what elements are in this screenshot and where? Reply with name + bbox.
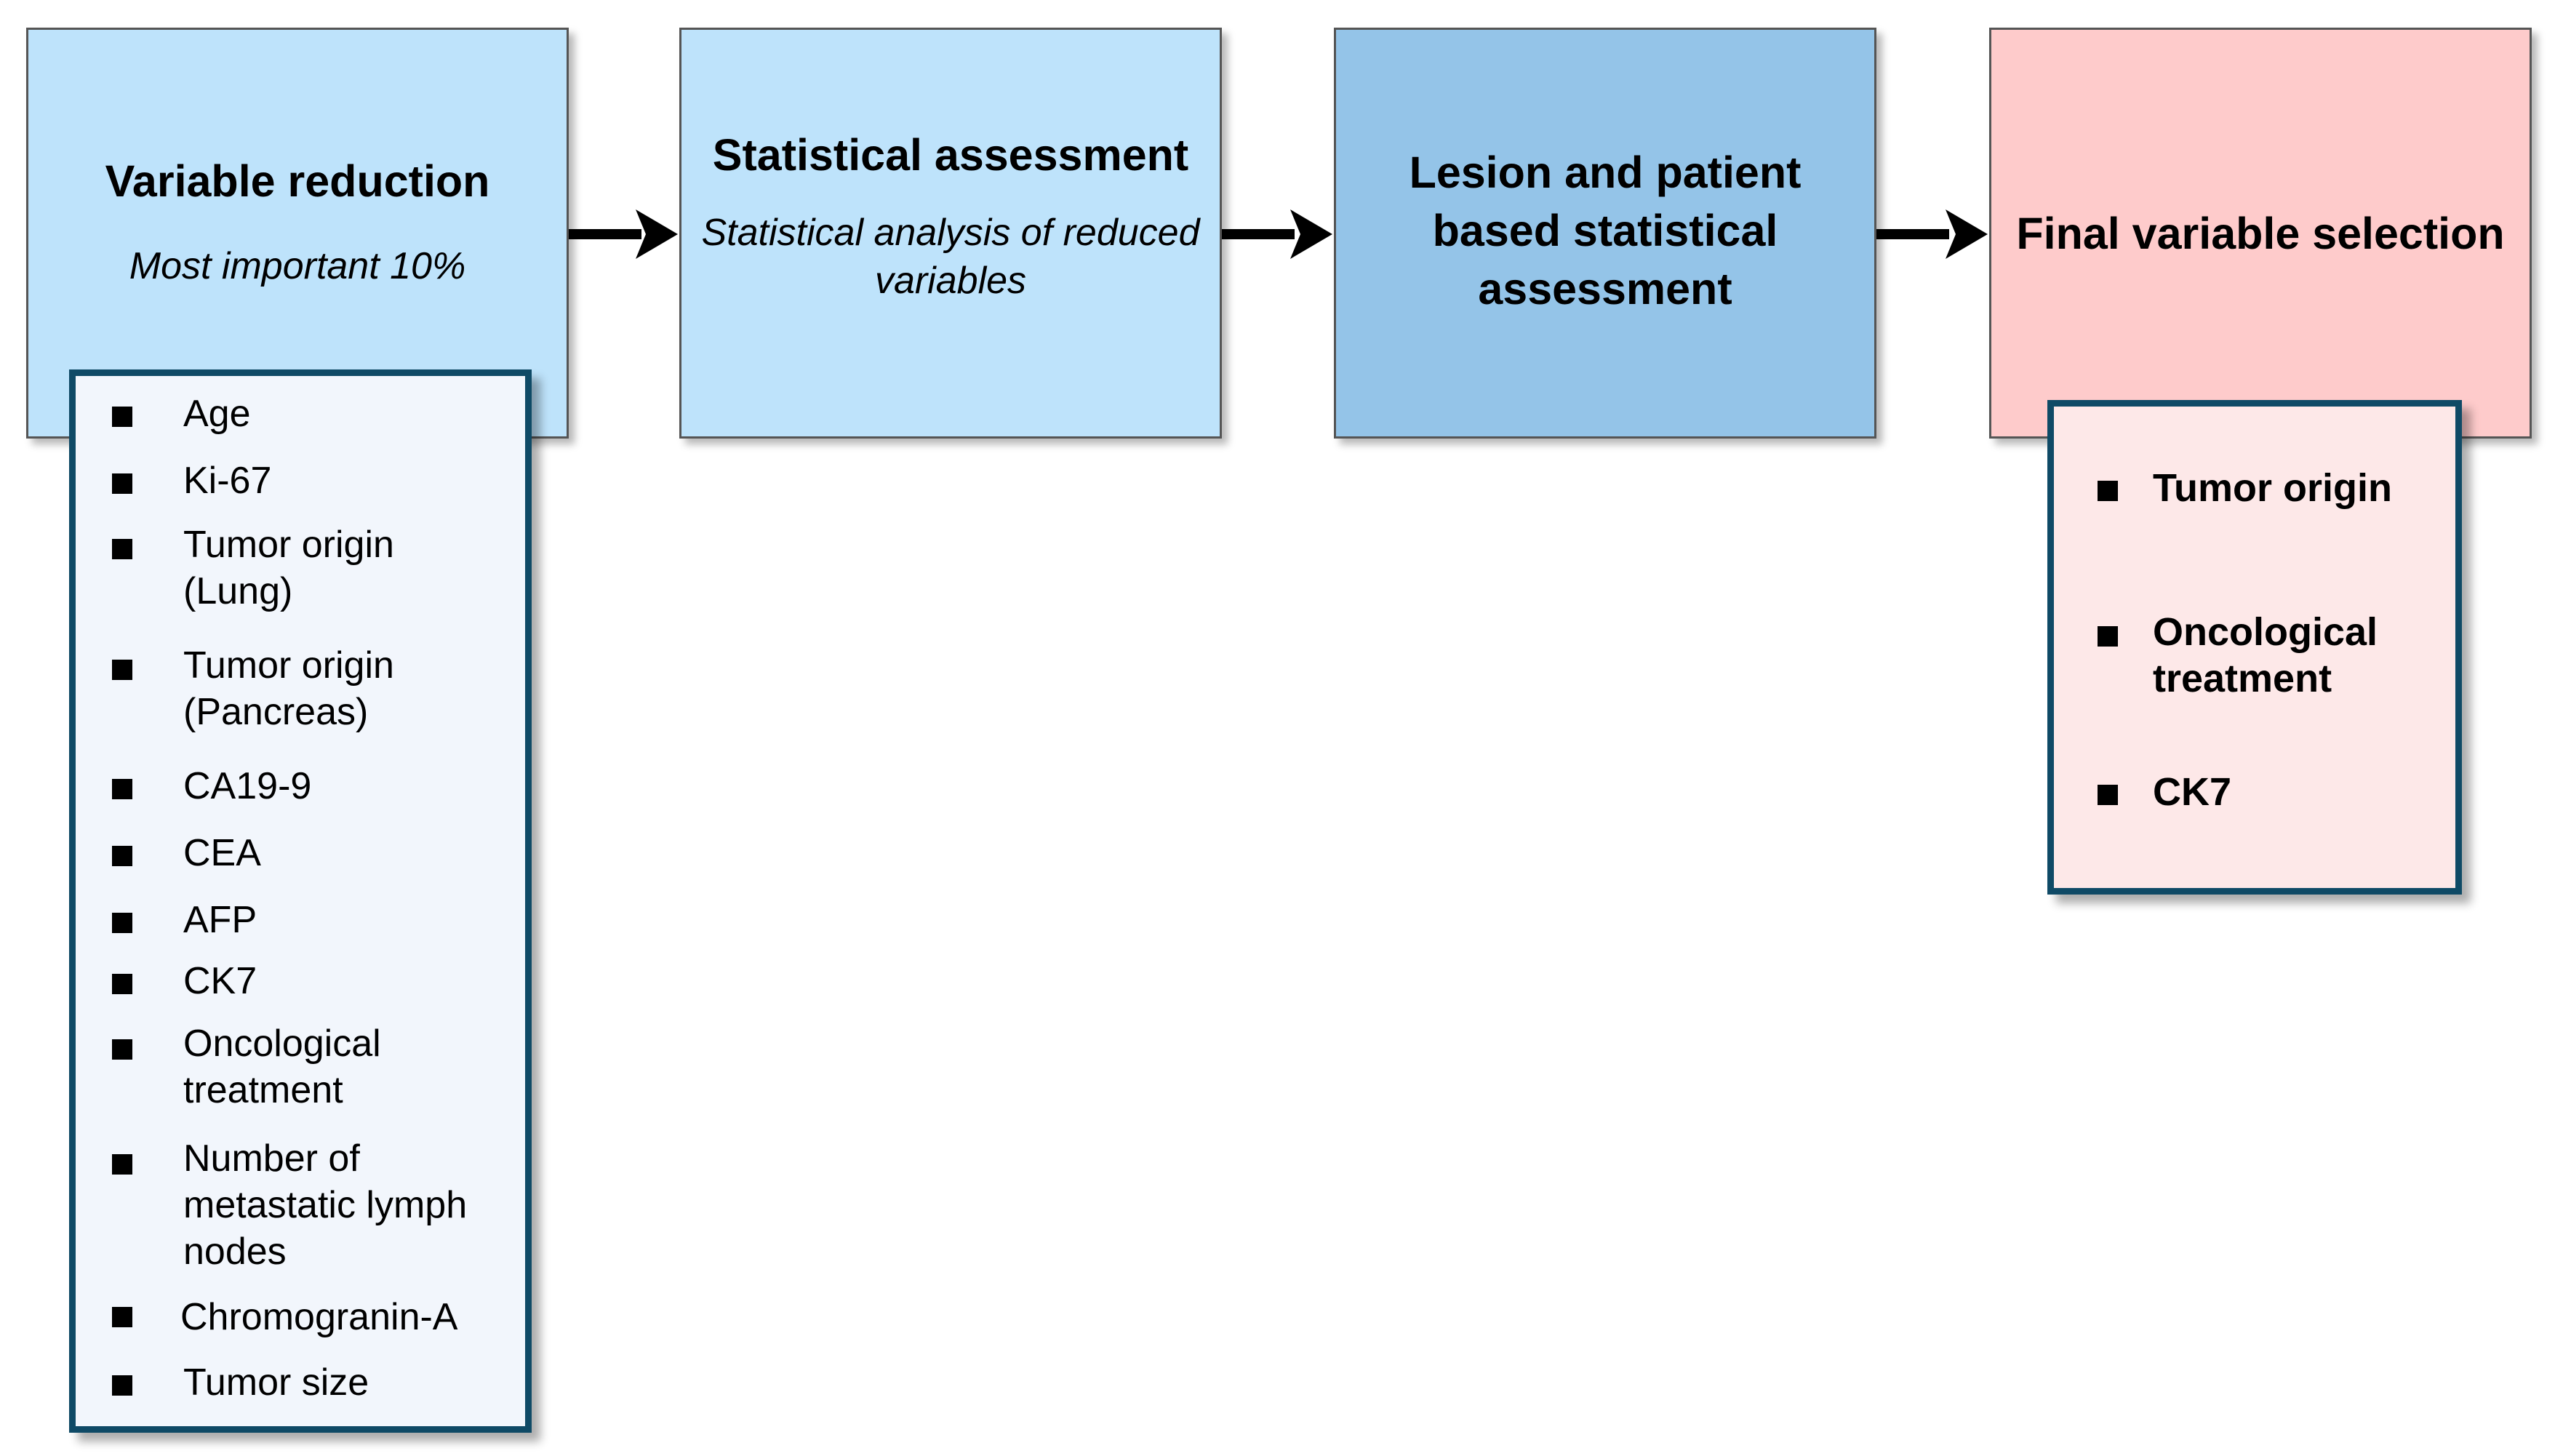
variable-label: Tumor origin [2153, 466, 2392, 510]
bullet-square-icon [112, 1375, 132, 1396]
variable-label: Chromogranin-A [180, 1296, 458, 1338]
stage-final-variable-selection: Final variable selection [1989, 28, 2532, 439]
flow-arrow-3-icon [1876, 209, 1988, 259]
flow-arrow-1-icon [569, 209, 678, 259]
bullet-square-icon [112, 1307, 132, 1327]
flow-arrow-2-icon [1222, 209, 1332, 259]
stage-title: Statistical assessment [712, 130, 1189, 180]
bullet-square-icon [2098, 785, 2118, 805]
bullet-square-icon [112, 1154, 132, 1175]
bullet-square-icon [2098, 626, 2118, 647]
stage-subtitle: Statistical analysis of reduced variable… [701, 212, 1200, 302]
bullet-square-icon [112, 913, 132, 933]
bullet-square-icon [112, 660, 132, 680]
variable-label: AFP [183, 899, 257, 941]
stage-subtitle: Most important 10% [129, 245, 466, 287]
bullet-square-icon [112, 407, 132, 427]
variable-label: Oncological treatment [2153, 610, 2378, 700]
stage-lesion-patient-assessment: Lesion and patient based statistical ass… [1334, 28, 1876, 439]
bullet-square-icon [112, 1039, 132, 1060]
variable-label: Tumor origin (Lung) [183, 524, 394, 612]
variable-label: CEA [183, 832, 261, 874]
bullet-square-icon [112, 779, 132, 799]
variable-label: Number of metastatic lymph nodes [183, 1137, 468, 1273]
variable-label: Oncological treatment [183, 1023, 381, 1111]
stage-title: Lesion and patient based statistical ass… [1409, 147, 1802, 313]
stage-title: Final variable selection [2016, 209, 2505, 258]
variable-label: Age [183, 393, 251, 435]
bullet-square-icon [112, 974, 132, 994]
variable-label: CA19-9 [183, 765, 312, 807]
variable-label: Ki-67 [183, 460, 272, 502]
stage-title: Variable reduction [105, 156, 490, 206]
variable-label: Tumor size [183, 1361, 369, 1404]
variable-label: Tumor origin (Pancreas) [183, 644, 394, 733]
variable-label: CK7 [2153, 770, 2232, 814]
bullet-square-icon [112, 846, 132, 866]
stage-statistical-assessment: Statistical assessment Statistical analy… [679, 28, 1222, 439]
bullet-square-icon [2098, 481, 2118, 501]
variable-label: CK7 [183, 960, 257, 1002]
selected-variables-panel: Tumor origin Oncological treatment CK7 [2047, 400, 2462, 895]
reduced-variables-panel: Age Ki-67 Tumor origin (Lung) Tumor orig… [69, 369, 532, 1433]
bullet-square-icon [112, 539, 132, 559]
bullet-square-icon [112, 473, 132, 494]
